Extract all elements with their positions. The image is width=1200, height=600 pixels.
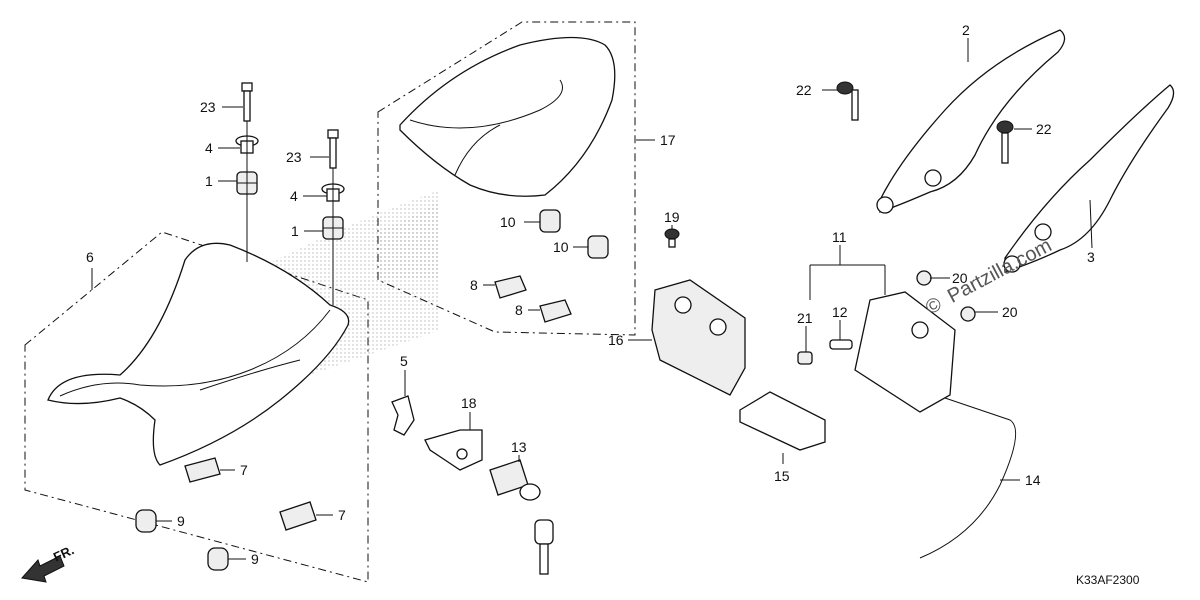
label-1b: 1 xyxy=(291,223,299,239)
block-7a[interactable] xyxy=(184,457,221,483)
label-5: 5 xyxy=(400,353,408,369)
diagram-code: K33AF2300 xyxy=(1076,573,1140,587)
label-2: 2 xyxy=(962,22,970,38)
label-11: 11 xyxy=(832,229,847,245)
label-14: 14 xyxy=(1025,472,1041,488)
bushing-21[interactable] xyxy=(797,351,813,365)
label-6: 6 xyxy=(86,249,94,265)
rider-seat[interactable] xyxy=(47,242,350,466)
label-13: 13 xyxy=(511,439,527,455)
callout-labels: 23 4 1 23 4 1 6 17 10 10 8 8 7 7 9 9 5 1… xyxy=(86,22,1095,567)
block-7b[interactable] xyxy=(279,501,317,531)
damper-9b[interactable] xyxy=(207,547,229,571)
label-22a: 22 xyxy=(796,82,812,98)
watermark: © Partzilla.com xyxy=(922,234,1055,319)
bracket-18[interactable] xyxy=(424,429,483,471)
cushion-10b[interactable] xyxy=(587,235,609,259)
label-3: 3 xyxy=(1087,249,1095,265)
label-4a: 4 xyxy=(205,140,213,156)
label-15: 15 xyxy=(774,468,790,484)
label-7b: 7 xyxy=(338,507,346,523)
label-23a: 23 xyxy=(200,99,216,115)
cable-14[interactable] xyxy=(919,397,1017,559)
bolt-19[interactable] xyxy=(664,228,680,248)
label-9a: 9 xyxy=(177,513,185,529)
label-8b: 8 xyxy=(515,302,523,318)
label-10a: 10 xyxy=(500,214,516,230)
stay-15[interactable] xyxy=(739,391,826,451)
block-8b[interactable] xyxy=(539,299,572,323)
bolt-23a[interactable] xyxy=(241,82,253,122)
bolt-22a[interactable] xyxy=(836,81,859,121)
latch-11[interactable] xyxy=(854,291,956,413)
label-18: 18 xyxy=(461,395,477,411)
bolt-22b[interactable] xyxy=(996,120,1014,164)
front-arrow: FR. xyxy=(21,542,76,583)
bolt-23b[interactable] xyxy=(327,129,339,169)
block-8a[interactable] xyxy=(494,275,527,299)
label-7a: 7 xyxy=(240,462,248,478)
grab-rail-3[interactable] xyxy=(1003,84,1175,273)
label-8a: 8 xyxy=(470,277,478,293)
front-label: FR. xyxy=(51,542,76,564)
label-23b: 23 xyxy=(286,149,302,165)
label-10b: 10 xyxy=(553,239,569,255)
label-21: 21 xyxy=(797,310,813,326)
key-cylinder-13[interactable] xyxy=(489,459,554,575)
label-16: 16 xyxy=(608,332,624,348)
label-4b: 4 xyxy=(290,188,298,204)
label-1a: 1 xyxy=(205,173,213,189)
label-9b: 9 xyxy=(251,551,259,567)
grab-rail-2[interactable] xyxy=(876,29,1066,214)
rider-seat-group xyxy=(24,190,440,583)
nut-20a[interactable] xyxy=(916,270,932,286)
damper-9a[interactable] xyxy=(135,509,157,533)
nut-20b[interactable] xyxy=(960,306,976,322)
label-19: 19 xyxy=(664,209,680,225)
label-12: 12 xyxy=(832,304,848,320)
spring-12[interactable] xyxy=(829,339,853,350)
leader-lines xyxy=(91,38,1093,560)
passenger-seat[interactable] xyxy=(399,36,616,197)
clip-5[interactable] xyxy=(391,395,415,436)
passenger-seat-group xyxy=(377,21,636,336)
label-20b: 20 xyxy=(1002,304,1018,320)
label-20a: 20 xyxy=(952,270,968,286)
label-22b: 22 xyxy=(1036,121,1052,137)
cushion-10a[interactable] xyxy=(539,209,561,233)
cover-16[interactable] xyxy=(651,279,746,396)
label-17: 17 xyxy=(660,132,676,148)
